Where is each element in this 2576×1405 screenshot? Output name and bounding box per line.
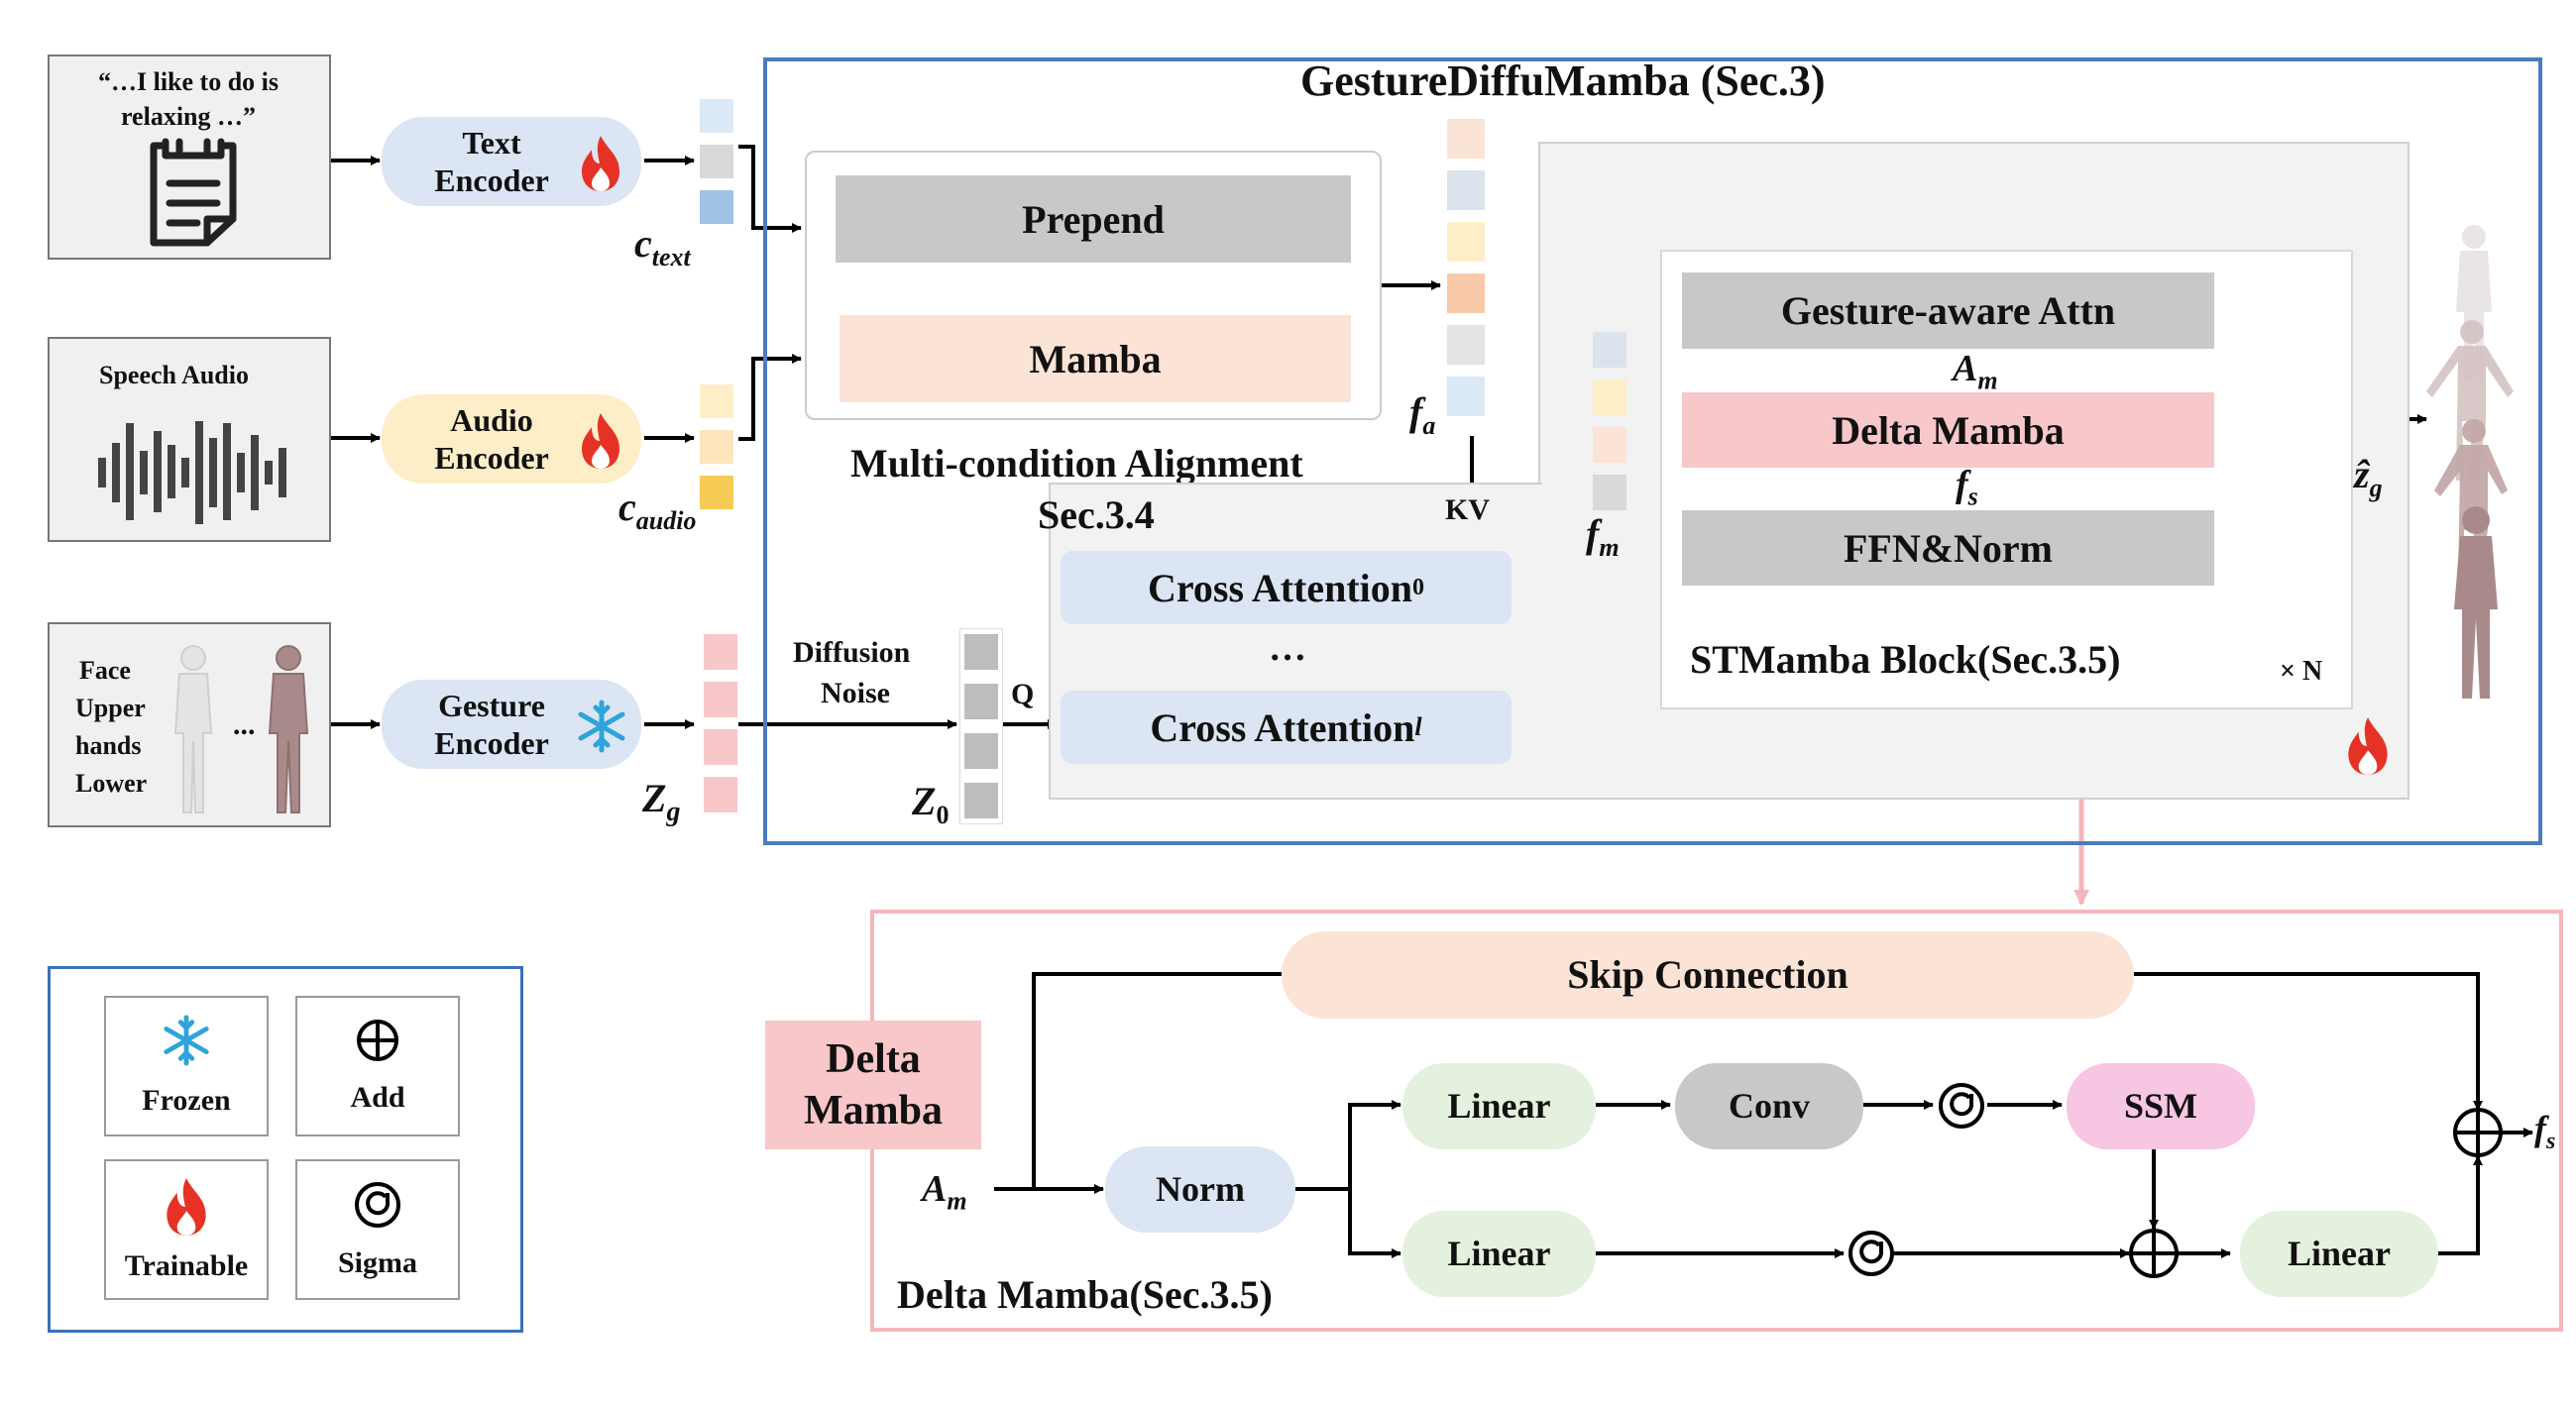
f-a-tokens [1447,119,1485,416]
alignment-title: Multi-condition Alignment [850,441,1303,486]
f-m-symbol: fm [1586,511,1620,562]
z-g-symbol: Zg [642,776,681,827]
f-s-symbol: fs [1956,464,1978,511]
waveform-icon [98,421,286,524]
legend-add: Add [295,996,460,1136]
body-part-lower: Lower [75,769,148,798]
text-input-box: “…I like to do is relaxing …” [48,54,331,260]
alignment-section: Sec.3.4 [1038,492,1155,537]
fire-icon [582,413,619,469]
fire-icon [582,136,619,191]
add-icon [357,1020,398,1061]
repeat-n: × N [2280,656,2323,687]
text-encoder: Text Encoder [382,117,641,206]
human-figure-icon [173,645,213,813]
body-part-upper: Upper [75,694,146,722]
gesture-input-box: Face Upper hands Lower ... [48,622,331,827]
clipboard-icon [150,138,237,247]
skip-connection-block: Skip Connection [1282,931,2134,1019]
norm-block: Norm [1105,1146,1295,1233]
body-part-face: Face [79,656,131,685]
body-part-hands: hands [75,731,142,760]
f-a-symbol: fa [1409,389,1436,440]
legend-frozen: Frozen [104,996,269,1136]
fire-icon [2348,717,2388,775]
linear-top-block: Linear [1402,1063,1596,1149]
ssm-block: SSM [2067,1063,2255,1149]
sigma-icon [355,1182,400,1228]
speech-input-box: Speech Audio [48,337,331,542]
fire-icon [167,1178,206,1236]
speech-label: Speech Audio [99,361,249,389]
a-m-input-symbol: Am [922,1168,967,1216]
sigma-icon [1848,1231,1894,1276]
z-hat-symbol: ẑg [2354,452,2383,502]
linear-out-block: Linear [2240,1211,2438,1297]
gesture-aware-attn-block: Gesture-aware Attn [1682,272,2214,349]
human-figure-icon [268,645,309,813]
z0-symbol: Z0 [912,779,950,829]
gesture-encoder-label: Gesture Encoder [434,687,549,761]
legend-sigma: Sigma [295,1159,460,1300]
text-encoder-label: Text Encoder [434,124,549,198]
mamba-block: Mamba [840,315,1351,402]
delta-mamba-detail-title: Delta Mamba(Sec.3.5) [897,1272,1273,1317]
a-m-symbol: Am [1953,348,1998,395]
q-label: Q [1011,678,1035,710]
c-text-symbol: ctext [634,221,691,271]
f-s-output-symbol: fs [2534,1109,2556,1155]
body-dots: ... [233,708,256,741]
sigma-icon [1939,1083,1984,1129]
text-quote: “…I like to do is relaxing …” [97,67,280,132]
snowflake-icon [578,700,625,753]
human-figure-icon [2426,225,2514,699]
delta-mamba-tag: Delta Mamba [765,1021,981,1149]
delta-mamba-block: Delta Mamba [1682,392,2214,468]
c-audio-tokens [700,384,733,509]
cross-attention-ellipsis: … [1269,627,1306,669]
stmamba-title: STMamba Block(Sec.3.5) [1690,637,2121,682]
kv-label: KV [1445,493,1490,526]
prepend-block: Prepend [836,175,1351,263]
z-g-tokens [704,634,737,812]
diffusion-noise-label-2: Noise [821,677,890,709]
linear-bottom-block: Linear [1402,1211,1596,1297]
c-text-tokens [700,99,733,224]
conv-block: Conv [1675,1063,1863,1149]
z0-tokens [959,628,1003,824]
ffn-norm-block: FFN&Norm [1682,510,2214,586]
diffusion-noise-label-1: Diffusion [793,636,911,669]
main-framework-box [763,57,2542,845]
f-m-tokens [1593,332,1626,510]
audio-encoder-label: Audio Encoder [434,401,549,476]
c-audio-symbol: caudio [618,485,697,535]
audio-encoder: Audio Encoder [382,394,641,484]
snowflake-icon [164,1015,209,1066]
main-title: GestureDiffuMamba (Sec.3) [1300,56,1826,105]
legend-trainable: Trainable [104,1159,269,1300]
